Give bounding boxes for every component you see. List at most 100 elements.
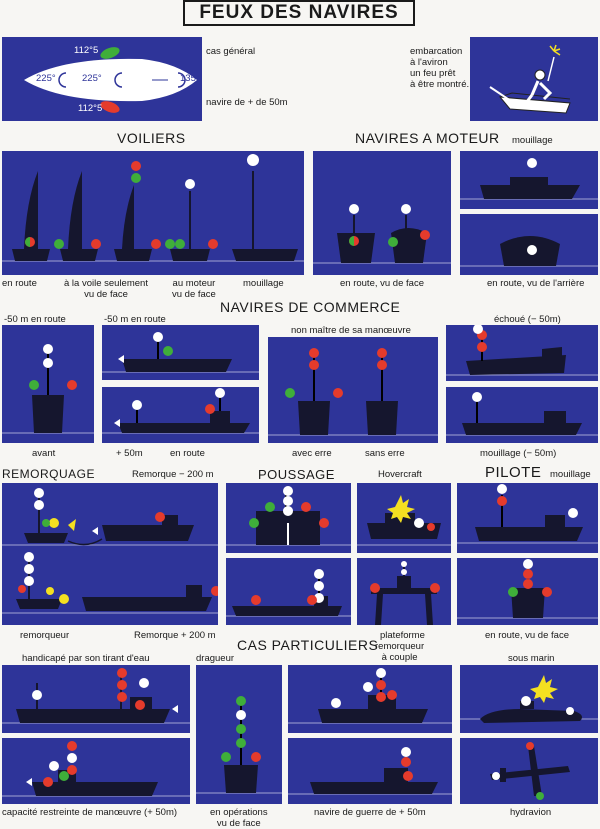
caption-avec-erre: avec erre — [292, 448, 332, 459]
angle-mid-label: 225° — [82, 73, 102, 84]
caption-operations: en opérations vu de face — [210, 807, 268, 829]
guerre-bottom-panel — [288, 738, 452, 804]
caption-au-moteur: au moteur vu de face — [172, 278, 216, 300]
section-pilote: PILOTE — [485, 464, 542, 481]
section-poussage: POUSSAGE — [258, 467, 335, 482]
caption-echoue: échoué (− 50m) — [494, 314, 561, 325]
anchored-cargo-illustration — [446, 392, 598, 436]
angle-left-label: 225° — [36, 73, 56, 84]
large-cargo-illustration — [102, 388, 259, 434]
poussage-top-panel — [226, 483, 351, 553]
handicape-panel — [2, 665, 190, 733]
pilot-anchored-illustration — [457, 484, 598, 544]
caption-guerre: navire de guerre de + 50m — [314, 807, 426, 818]
hydravion-panel — [460, 738, 598, 804]
caption-remorqueur: remorqueur — [20, 630, 70, 641]
sailboats-illustration — [2, 154, 304, 262]
platform-illustration — [370, 561, 440, 625]
rowboat-illustration — [489, 44, 571, 114]
draught-constrained-illustration — [2, 668, 190, 724]
caption-pilote-face: en route, vu de face — [485, 630, 569, 641]
page-title: FEUX DES NAVIRES — [183, 0, 415, 26]
embarcation-caption: embarcation à l'aviron un feu prêt à êtr… — [410, 46, 470, 90]
aground-illustration — [446, 325, 598, 376]
moteur-face-panel — [313, 151, 451, 275]
section-voiliers: VOILIERS — [117, 130, 186, 146]
angle-top-label: 112°5 — [74, 45, 99, 56]
pilote-mouillage-panel — [457, 483, 598, 553]
pilot-front-illustration — [457, 559, 598, 619]
section-commerce: NAVIRES DE COMMERCE — [220, 299, 401, 315]
caption-voile-face: à la voile seulement vu de face — [64, 278, 148, 300]
section-particuliers: CAS PARTICULIERS — [237, 637, 379, 653]
small-cargo-illustration — [102, 332, 259, 373]
warship-side-illustration — [288, 747, 452, 795]
caption-sous-marin: sous marin — [508, 653, 555, 664]
section-remorquage: REMORQUAGE — [2, 467, 96, 481]
caption-non-maitre: non maître de sa manœuvre — [291, 325, 411, 336]
caption-pilote-mouillage: mouillage — [550, 469, 591, 480]
moteur-arriere-panel — [460, 214, 598, 275]
caption-mouillage-voilier: mouillage — [243, 278, 284, 289]
caption-dragueur: dragueur — [196, 653, 235, 664]
caption-moteur-arriere: en route, vu de l'arrière — [487, 278, 585, 289]
plateforme-panel — [357, 558, 451, 625]
motor-ship-front-illustration — [313, 204, 451, 264]
caption-en-route: en route — [2, 278, 37, 289]
caption-capacite: capacité restreinte de manœuvre (+ 50m) — [2, 807, 178, 818]
cas-general-caption: cas général — [206, 46, 256, 57]
not-under-command-illustration — [268, 348, 438, 436]
voiliers-panel — [2, 151, 304, 275]
caption-plateforme: plateforme — [380, 630, 425, 641]
motor-ship-anchored-illustration — [460, 158, 598, 200]
non-maitre-panel — [268, 337, 438, 443]
pushing-front-illustration — [226, 486, 351, 546]
submarine-illustration — [460, 675, 598, 723]
section-moteur: NAVIRES A MOTEUR — [355, 130, 500, 146]
caption-remorque-plus: Remorque + 200 m — [134, 630, 216, 641]
guerre-top-panel — [288, 665, 452, 733]
dredger-illustration — [196, 696, 282, 794]
caption-50-en-route-1: -50 m en route — [4, 314, 66, 325]
cargo-front-illustration — [2, 344, 94, 434]
commerce-50-bottom-panel — [102, 387, 259, 443]
capacite-panel — [2, 738, 190, 804]
motor-ship-rear-illustration — [460, 236, 598, 267]
pushing-side-illustration — [226, 569, 351, 617]
towing-illustration — [2, 488, 218, 614]
moteur-mouillage-caption: mouillage — [512, 135, 553, 146]
commerce-avant-panel — [2, 325, 94, 443]
dragueur-panel — [196, 665, 282, 804]
navire-50-caption: navire de + de 50m — [206, 97, 288, 108]
angle-right-label: 135° — [180, 73, 200, 84]
angle-bottom-label: 112°5 — [78, 103, 103, 114]
caption-moteur-face: en route, vu de face — [340, 278, 424, 289]
commerce-50-top-panel — [102, 325, 259, 380]
ship-light-sectors-diagram — [24, 47, 197, 113]
warship-illustration — [288, 668, 452, 724]
caption-avant: avant — [32, 448, 56, 459]
caption-plus50: + 50m — [116, 448, 143, 459]
moteur-mouillage-panel — [460, 151, 598, 209]
general-case-panel: 112°5 112°5 225° 225° 135° — [2, 37, 202, 121]
hovercraft-illustration — [357, 495, 451, 546]
restricted-manoeuvre-illustration — [2, 741, 190, 797]
caption-handicape: handicapé par son tirant d'eau — [22, 653, 150, 664]
caption-en-route-commerce: en route — [170, 448, 205, 459]
caption-hydravion: hydravion — [510, 807, 552, 818]
caption-remorqueur-couple: remorqueur à couple — [375, 641, 425, 663]
echoue-panel — [446, 325, 598, 381]
mouillage-50-panel — [446, 387, 598, 443]
caption-mouillage-50: mouillage (− 50m) — [480, 448, 557, 459]
seaplane-illustration — [490, 742, 570, 800]
remorquage-panel — [2, 483, 218, 625]
hovercraft-panel — [357, 483, 451, 553]
poussage-bottom-panel — [226, 558, 351, 625]
caption-50-en-route-2: -50 m en route — [104, 314, 166, 325]
caption-sans-erre: sans erre — [365, 448, 405, 459]
caption-remorque-200: Remorque − 200 m — [132, 469, 214, 480]
caption-hovercraft: Hovercraft — [378, 469, 422, 480]
rowboat-panel — [470, 37, 598, 121]
pilote-face-panel — [457, 558, 598, 625]
sous-marin-panel — [460, 665, 598, 733]
